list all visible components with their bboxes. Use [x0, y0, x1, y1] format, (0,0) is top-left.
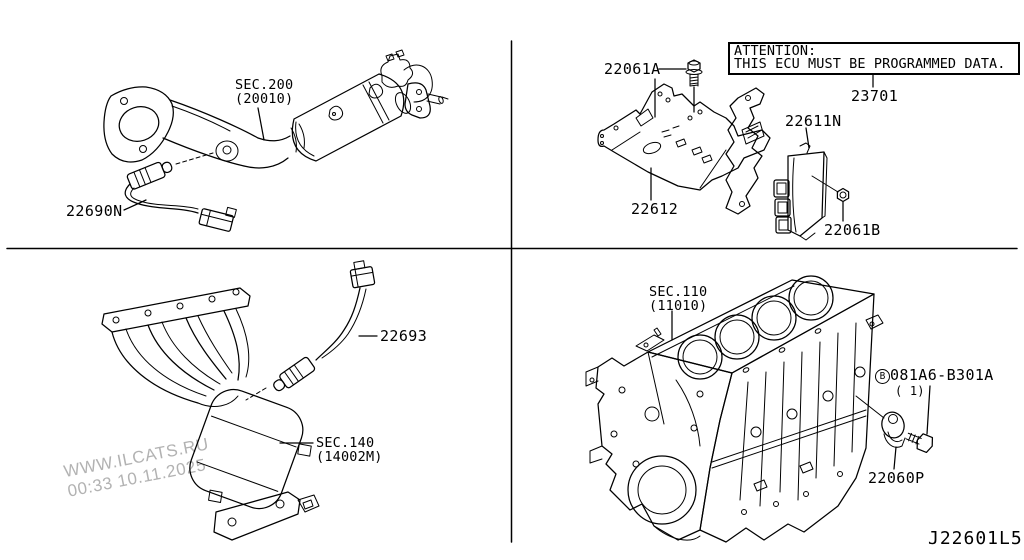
knock-bolt-qty: ( 1) [895, 384, 925, 398]
sec110-code: (11010) [649, 298, 708, 314]
attention-box: ATTENTION: THIS ECU MUST BE PROGRAMMED D… [728, 42, 1020, 75]
callout-knock-sensor[interactable]: 22060P [868, 469, 925, 487]
divider-lines [6, 40, 1018, 543]
callout-manifold-o2-sensor[interactable]: 22693 [380, 327, 428, 345]
diagram-code: J22601L5 [928, 528, 1023, 549]
attention-line1: ATTENTION: [734, 43, 817, 59]
front-tube-drawing [103, 49, 449, 232]
prefix-circle-icon: B [875, 369, 890, 384]
ecu-bracket-drawing [597, 59, 850, 241]
knock-bolt-number: 081A6-B301A [890, 366, 994, 384]
callout-ecu-unit[interactable]: 22611N [785, 112, 842, 130]
callout-sec140[interactable]: SEC.140 (14002M) [316, 436, 383, 464]
sec110-ref: SEC.110 [649, 284, 708, 300]
leader-lines [123, 68, 931, 470]
engine-block-drawing [585, 275, 934, 543]
callout-ecu-nut[interactable]: 22061B [824, 221, 881, 239]
callout-ecu-assy[interactable]: 23701 [851, 87, 899, 105]
attention-line2: THIS ECU MUST BE PROGRAMMED DATA. [734, 56, 1006, 72]
callout-sec200[interactable]: SEC.200 (20010) [235, 78, 293, 106]
callout-ecu-bolt[interactable]: 22061A [604, 60, 661, 78]
sec140-code: (14002M) [316, 449, 383, 465]
callout-front-o2-sensor[interactable]: 22690N [66, 202, 123, 220]
sec140-ref: SEC.140 [316, 435, 375, 451]
callout-ecu-bracket[interactable]: 22612 [631, 200, 679, 218]
sec200-ref: SEC.200 [235, 77, 294, 93]
sec200-code: (20010) [235, 91, 294, 107]
callout-sec110[interactable]: SEC.110 (11010) [649, 285, 707, 313]
manifold-drawing [101, 260, 376, 541]
